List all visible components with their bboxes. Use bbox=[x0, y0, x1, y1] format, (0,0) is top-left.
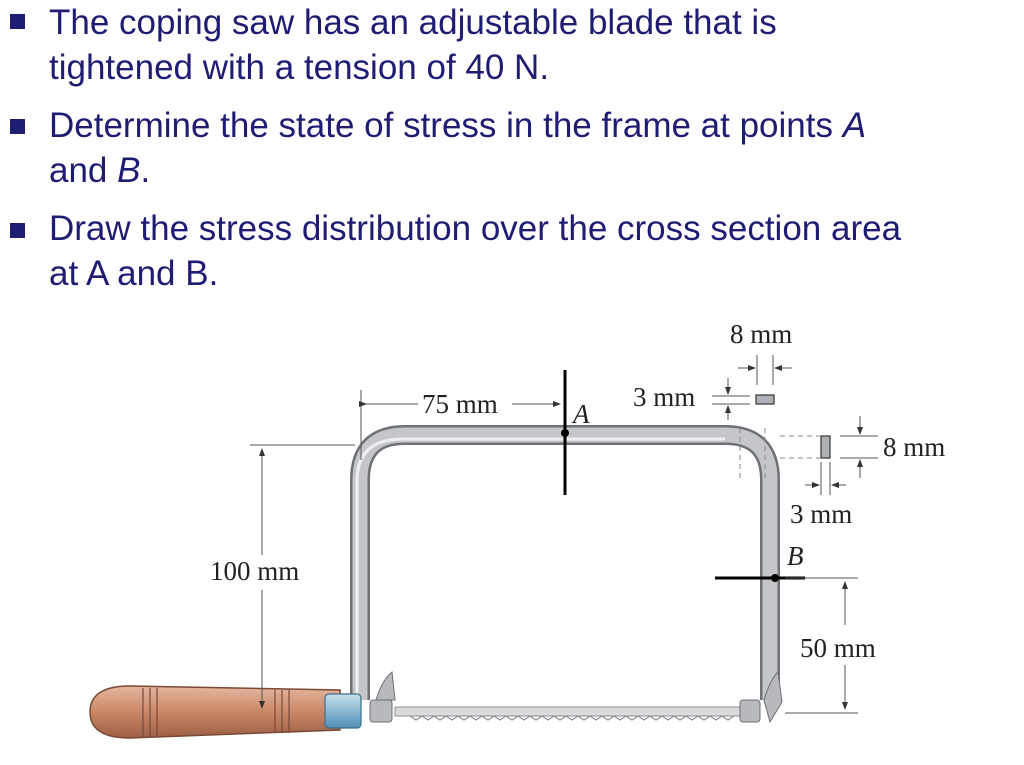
dim-3-right-lines bbox=[805, 462, 846, 495]
bullet-line: Draw the stress distribution over the cr… bbox=[49, 209, 902, 248]
coping-saw-diagram: A B 75 mm 3 mm 8 mm bbox=[89, 319, 945, 739]
coping-saw-figure: A B 75 mm 3 mm 8 mm bbox=[75, 310, 960, 765]
dim-50-lines bbox=[785, 577, 858, 714]
bullet-text: The coping saw has an adjustable blade t… bbox=[49, 0, 1009, 90]
cross-section-a bbox=[755, 394, 775, 405]
extension-lines bbox=[739, 428, 820, 480]
dim-50-label: 50 mm bbox=[800, 633, 876, 663]
bullet-square-icon bbox=[10, 223, 25, 238]
bullet-line: tightened with a tension of 40 N. bbox=[49, 48, 550, 87]
point-a-dot bbox=[561, 429, 569, 437]
point-b-label: B bbox=[787, 541, 804, 571]
dim-8-top-lines bbox=[738, 355, 792, 385]
dim-3-top-lines bbox=[712, 378, 750, 420]
ferrule bbox=[324, 693, 362, 729]
point-a-label: A bbox=[571, 399, 590, 429]
bullet-square-icon bbox=[10, 119, 25, 134]
dim-3-right-label: 3 mm bbox=[790, 499, 852, 529]
dim-8-top-label: 8 mm bbox=[730, 319, 792, 349]
dim-75-label: 75 mm bbox=[422, 389, 498, 419]
dim-8-right-lines bbox=[840, 416, 878, 478]
bullet-square-icon bbox=[10, 14, 25, 29]
cross-section-b bbox=[820, 435, 831, 459]
point-b-dot bbox=[771, 574, 779, 582]
bullet-text: Determine the state of stress in the fra… bbox=[49, 103, 1009, 193]
dim-75 bbox=[359, 390, 561, 460]
dim-8-right-label: 8 mm bbox=[883, 432, 945, 462]
saw-handle bbox=[89, 685, 362, 739]
saw-blade bbox=[369, 670, 783, 724]
dim-3-top-label: 3 mm bbox=[633, 382, 695, 412]
bullet-text: Draw the stress distribution over the cr… bbox=[49, 206, 1009, 296]
dim-100-lines bbox=[250, 444, 355, 709]
bullet-line: at A and B. bbox=[49, 254, 219, 293]
bullet-line: The coping saw has an adjustable blade t… bbox=[49, 3, 777, 42]
dim-100-label: 100 mm bbox=[210, 556, 299, 586]
bullet-line: and B. bbox=[49, 151, 151, 190]
bullet-line: Determine the state of stress in the fra… bbox=[49, 106, 867, 145]
